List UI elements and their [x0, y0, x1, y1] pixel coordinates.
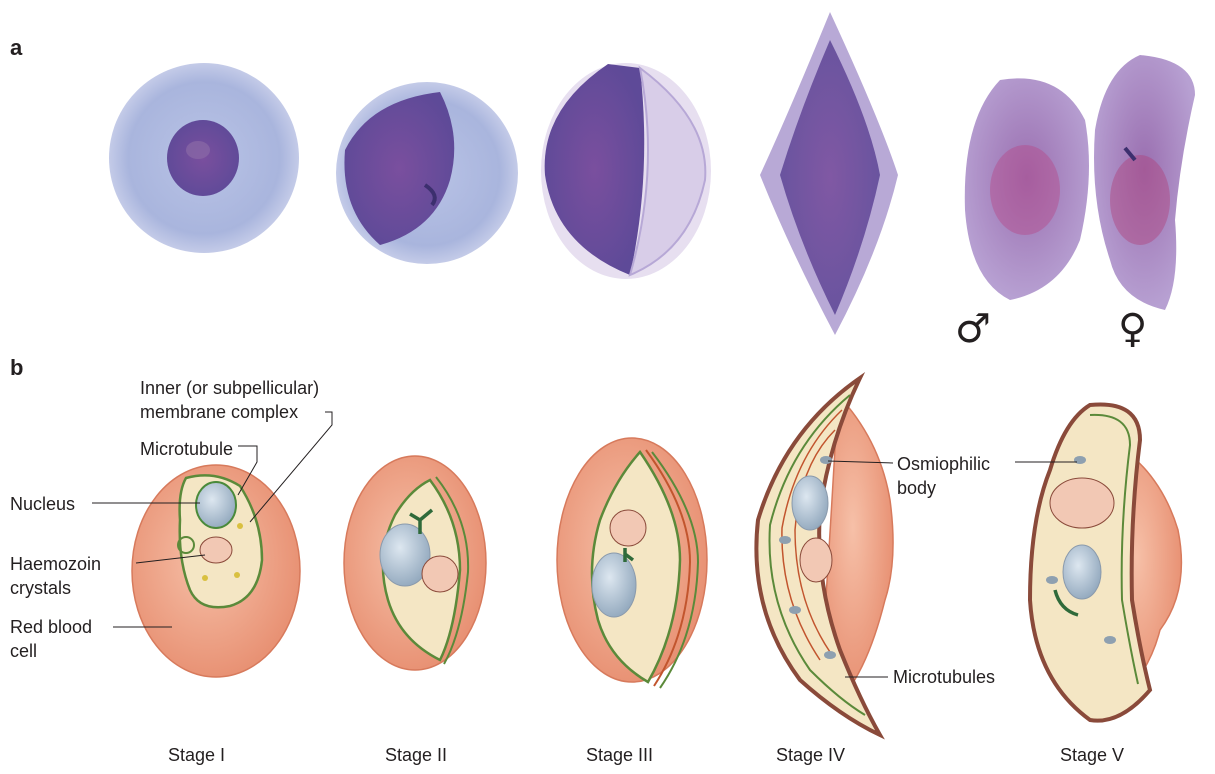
- stage-label-2: Stage II: [385, 745, 447, 765]
- photo-female-gametocyte: [1094, 55, 1195, 310]
- label-inner-membrane-2: membrane complex: [140, 402, 298, 422]
- label-inner-membrane-1: Inner (or subpellicular): [140, 378, 319, 398]
- photo-stage-2: [336, 82, 518, 264]
- female-symbol: ♀: [1118, 306, 1147, 352]
- drawing-stage-1: [132, 465, 300, 677]
- photo-stage-4: [760, 12, 898, 335]
- male-symbol: ♂: [955, 306, 991, 352]
- photo-stage-3: [541, 63, 711, 279]
- label-nucleus: Nucleus: [10, 494, 75, 514]
- label-osmiophilic-2: body: [897, 478, 936, 498]
- label-rbc-1: Red blood: [10, 617, 92, 637]
- label-haemozoin-2: crystals: [10, 578, 71, 598]
- drawing-stage-3: [557, 438, 707, 688]
- stage-label-1: Stage I: [168, 745, 225, 765]
- photo-male-gametocyte: [965, 78, 1089, 300]
- stage-label-5: Stage V: [1060, 745, 1124, 765]
- label-osmiophilic-1: Osmiophilic: [897, 454, 990, 474]
- stage-label-4: Stage IV: [776, 745, 845, 765]
- drawing-stage-4: [756, 378, 893, 735]
- stage-label-3: Stage III: [586, 745, 653, 765]
- label-haemozoin-1: Haemozoin: [10, 554, 101, 574]
- label-rbc-2: cell: [10, 641, 37, 661]
- panel-a-letter: a: [10, 35, 23, 60]
- drawing-stage-2: [344, 456, 486, 670]
- label-microtubules: Microtubules: [893, 667, 995, 687]
- panel-b-letter: b: [10, 355, 23, 380]
- label-microtubule: Microtubule: [140, 439, 233, 459]
- drawing-stage-5: [1030, 404, 1181, 720]
- photo-stage-1: [109, 63, 299, 253]
